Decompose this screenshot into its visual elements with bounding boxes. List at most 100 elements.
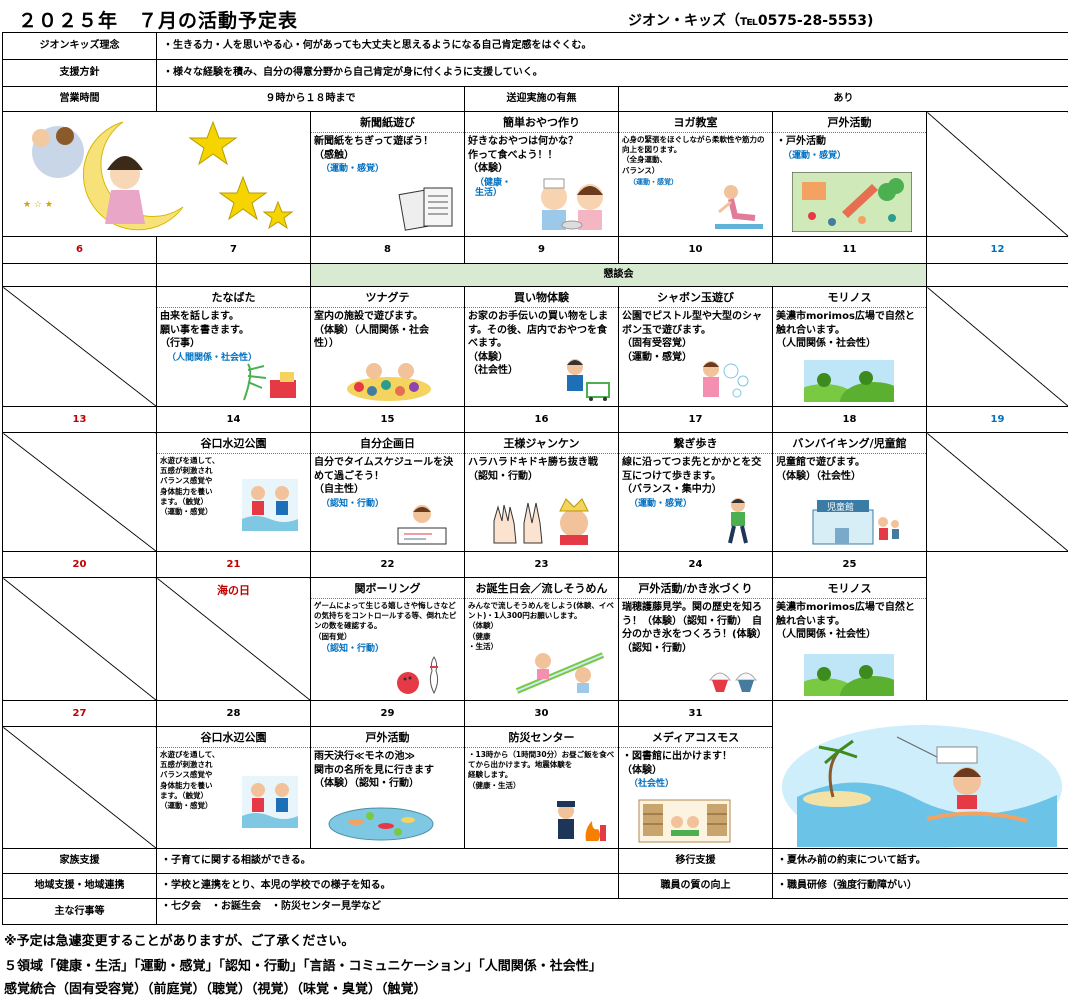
date-saturday: 19 bbox=[925, 406, 1068, 433]
main-events-text: ・七夕会 ・お誕生会 ・防災センター見学など bbox=[155, 898, 1068, 925]
planning-illustration bbox=[397, 505, 447, 545]
somen-illustration bbox=[515, 652, 605, 694]
date-saturday: 12 bbox=[925, 236, 1068, 264]
transition-support-text: ・夏休み前の約束について話す。 bbox=[771, 848, 1068, 874]
date-cell: 15 bbox=[310, 406, 465, 433]
sensory-integration-text: 感覚統合（固有受容覚）（前庭覚）（聴覚）（視覚）（味覚・臭覚）（触覚） bbox=[4, 982, 427, 997]
date-holiday: 21 bbox=[156, 551, 311, 578]
date-cell: 31 bbox=[618, 700, 773, 727]
business-hours-value: ９時から１８時まで bbox=[156, 86, 465, 112]
empty-diagonal-cell bbox=[925, 111, 1068, 237]
empty-cell bbox=[925, 551, 1068, 578]
activity-cell: シャボン玉遊び 公園でピストル型や大型のシャボン玉で遊びます。 （固有受容覚） … bbox=[618, 286, 773, 407]
playground-illustration bbox=[792, 172, 912, 232]
activity-description: みんなで流しそうめんをしよう(体験、イベント)・1人300円お願いします。 （体… bbox=[468, 601, 614, 651]
empty-cell bbox=[925, 263, 1068, 287]
holiday-label: 海の日 bbox=[217, 584, 250, 597]
contact-phone: ジオン・キッズ（℡0575-28-5553) bbox=[628, 13, 874, 29]
date-cell: 23 bbox=[464, 551, 619, 578]
date-cell: 22 bbox=[310, 551, 465, 578]
activity-tags: （運動・感覚） bbox=[783, 150, 847, 161]
activity-description: 水遊びを通して、 五感が刺激され バランス感覚や 身体能力を養い ます。（触覚）… bbox=[160, 750, 220, 810]
activity-title: ヨガ教室 bbox=[619, 113, 772, 134]
philosophy-text: ・生きる力・人を思いやる心・何があっても大丈夫と思えるようになる自己肯定感をはぐ… bbox=[155, 32, 1068, 60]
activity-cell: 繋ぎ歩き 線に沿ってつま先とかかとを交互につけて歩きます。 （バランス・集中力）… bbox=[618, 432, 773, 552]
activity-description: 自分でタイムスケジュールを決めて過ごそう！ （自主性） bbox=[314, 457, 454, 496]
cooking-illustration bbox=[541, 178, 603, 230]
activity-tags: （認知・行動） bbox=[321, 643, 385, 654]
week-1-dates: 6 7 8 9 10 11 12 bbox=[2, 236, 1068, 264]
business-hours-label: 営業時間 bbox=[2, 86, 157, 112]
library-illustration bbox=[638, 799, 731, 843]
empty-diagonal-cell bbox=[2, 286, 157, 407]
philosophy-label: ジオンキッズ理念 bbox=[2, 32, 157, 60]
empty-diagonal-cell bbox=[2, 432, 157, 552]
page-title: ２０２５年 ７月の活動予定表 bbox=[18, 10, 299, 32]
activity-title: 戸外活動/かき氷づくり bbox=[619, 579, 772, 600]
staff-quality-label: 職員の質の向上 bbox=[618, 873, 773, 899]
date-cell: 17 bbox=[618, 406, 773, 433]
date-cell: 18 bbox=[772, 406, 927, 433]
activity-description: ・図書館に出かけます！ （体験） bbox=[622, 751, 732, 776]
shopping-illustration bbox=[567, 359, 610, 401]
activity-cell: ヨガ教室 心身の緊張をほぐしながら柔軟性や筋力の向上を図ります。 （全身運動、 … bbox=[618, 111, 773, 237]
activity-tags: （運動・感覚） bbox=[629, 498, 693, 509]
activity-cell: 戸外活動/かき氷づくり 瑞穂護藤見学。関の歴史を知ろう！（体験）（認知・行動） … bbox=[618, 577, 773, 701]
date-cell: 24 bbox=[618, 551, 773, 578]
date-sunday: 13 bbox=[2, 406, 157, 433]
activity-tags: （人間関係・社会性） bbox=[167, 352, 258, 363]
svg-text:★ ☆ ★: ★ ☆ ★ bbox=[23, 200, 53, 210]
bubbles-illustration bbox=[703, 361, 749, 398]
five-domains-text: ５領域「健康・生活」「運動・感覚」「認知・行動」「言語・コミュニケーション」「人… bbox=[4, 959, 602, 974]
empty-diagonal-cell bbox=[925, 286, 1068, 407]
empty-diagonal-cell bbox=[2, 726, 157, 849]
activity-description: 水遊びを通して、 五感が刺激され バランス感覚や 身体能力を養い ます。（触覚）… bbox=[160, 456, 220, 516]
activity-cell: 谷口水辺公園 水遊びを通して、 五感が刺激され バランス感覚や 身体能力を養い … bbox=[156, 726, 311, 849]
pickup-value: あり bbox=[617, 86, 1068, 112]
activity-description: 美濃市morimos広場で自然と触れ合います。 （人間関係・社会性） bbox=[776, 311, 915, 350]
holiday-cell: 海の日 bbox=[156, 577, 311, 701]
bowling-illustration bbox=[397, 656, 439, 695]
activity-description: 瑞穂護藤見学。関の歴史を知ろう！（体験）（認知・行動） 自分のかき氷をつくろう！… bbox=[622, 602, 767, 654]
janken-illustration bbox=[493, 498, 589, 545]
activity-title: 王様ジャンケン bbox=[465, 434, 618, 455]
activity-title: 繋ぎ歩き bbox=[619, 434, 772, 455]
activity-description: 新聞紙をちぎって遊ぼう！ （感触） bbox=[314, 136, 434, 161]
family-support-label: 家族支援 bbox=[2, 848, 157, 874]
kakigori-illustration bbox=[709, 672, 757, 692]
activity-description: お家のお手伝いの買い物をします。その後、店内でおやつを食べます。 （体験） （社… bbox=[468, 311, 608, 377]
conference-banner: 懇談会 bbox=[310, 263, 927, 287]
activity-description: 由来を話します。 願い事を書きます。 （行事） bbox=[160, 311, 249, 350]
week-3-activities: 谷口水辺公園 水遊びを通して、 五感が刺激され バランス感覚や 身体能力を養い … bbox=[2, 432, 1068, 552]
activity-title: シャボン玉遊び bbox=[619, 288, 772, 309]
activity-title: 新聞紙遊び bbox=[311, 113, 464, 134]
date-sunday: 6 bbox=[2, 236, 157, 264]
activity-title: 谷口水辺公園 bbox=[157, 434, 310, 455]
date-sunday: 20 bbox=[2, 551, 157, 578]
activity-cell: バンバイキング/児童館 児童館で遊びます。 （体験）（社会性） 児童館 bbox=[772, 432, 927, 552]
date-cell: 11 bbox=[772, 236, 927, 264]
activity-cell: 防災センター ・13時から（1時間30分）お昼ご飯を食べてから出かけます。地震体… bbox=[464, 726, 619, 849]
activity-cell: ツナグテ 室内の施設で遊びます。 （体験）（人間関係・社会 性）） bbox=[310, 286, 465, 407]
activity-description: 線に沿ってつま先とかかとを交互につけて歩きます。 （バランス・集中力） bbox=[622, 457, 762, 496]
staff-quality-text: ・職員研修（強度行動障がい） bbox=[771, 873, 1068, 899]
activity-tags: （社会性） bbox=[629, 779, 675, 790]
activity-title: たなばた bbox=[157, 288, 310, 309]
activity-tags: （運動・感覚） bbox=[629, 177, 678, 186]
svg-text:児童館: 児童館 bbox=[827, 501, 854, 513]
week-4-activities: 海の日 関ボーリング ゲームによって生じる嬉しさや悔しさなどの気持ちをコントロー… bbox=[2, 577, 1068, 701]
empty-cell bbox=[156, 263, 311, 287]
activity-description: 雨天決行≪モネの池≫ 関市の名所を見に行きます （体験）（認知・行動） bbox=[314, 751, 434, 790]
schedule-note: ※予定は急遽変更することがありますが、ご了承ください。 bbox=[4, 934, 355, 949]
activity-title: 谷口水辺公園 bbox=[157, 728, 310, 749]
policy-text: ・様々な経験を積み、自分の得意分野から自己肯定が身に付くように支援していく。 bbox=[155, 59, 1068, 87]
activity-tags: （認知・行動） bbox=[321, 498, 385, 509]
swimming-illustration bbox=[242, 776, 298, 828]
empty-diagonal-cell bbox=[2, 577, 157, 701]
activity-title: 関ボーリング bbox=[311, 579, 464, 600]
activity-cell: モリノス 美濃市morimos広場で自然と触れ合います。 （人間関係・社会性） bbox=[772, 286, 927, 407]
date-cell: 25 bbox=[772, 551, 927, 578]
activity-description: 美濃市morimos広場で自然と触れ合います。 （人間関係・社会性） bbox=[776, 602, 915, 641]
date-cell: 9 bbox=[464, 236, 619, 264]
activity-cell: 谷口水辺公園 水遊びを通して、 五感が刺激され バランス感覚や 身体能力を養い … bbox=[156, 432, 311, 552]
